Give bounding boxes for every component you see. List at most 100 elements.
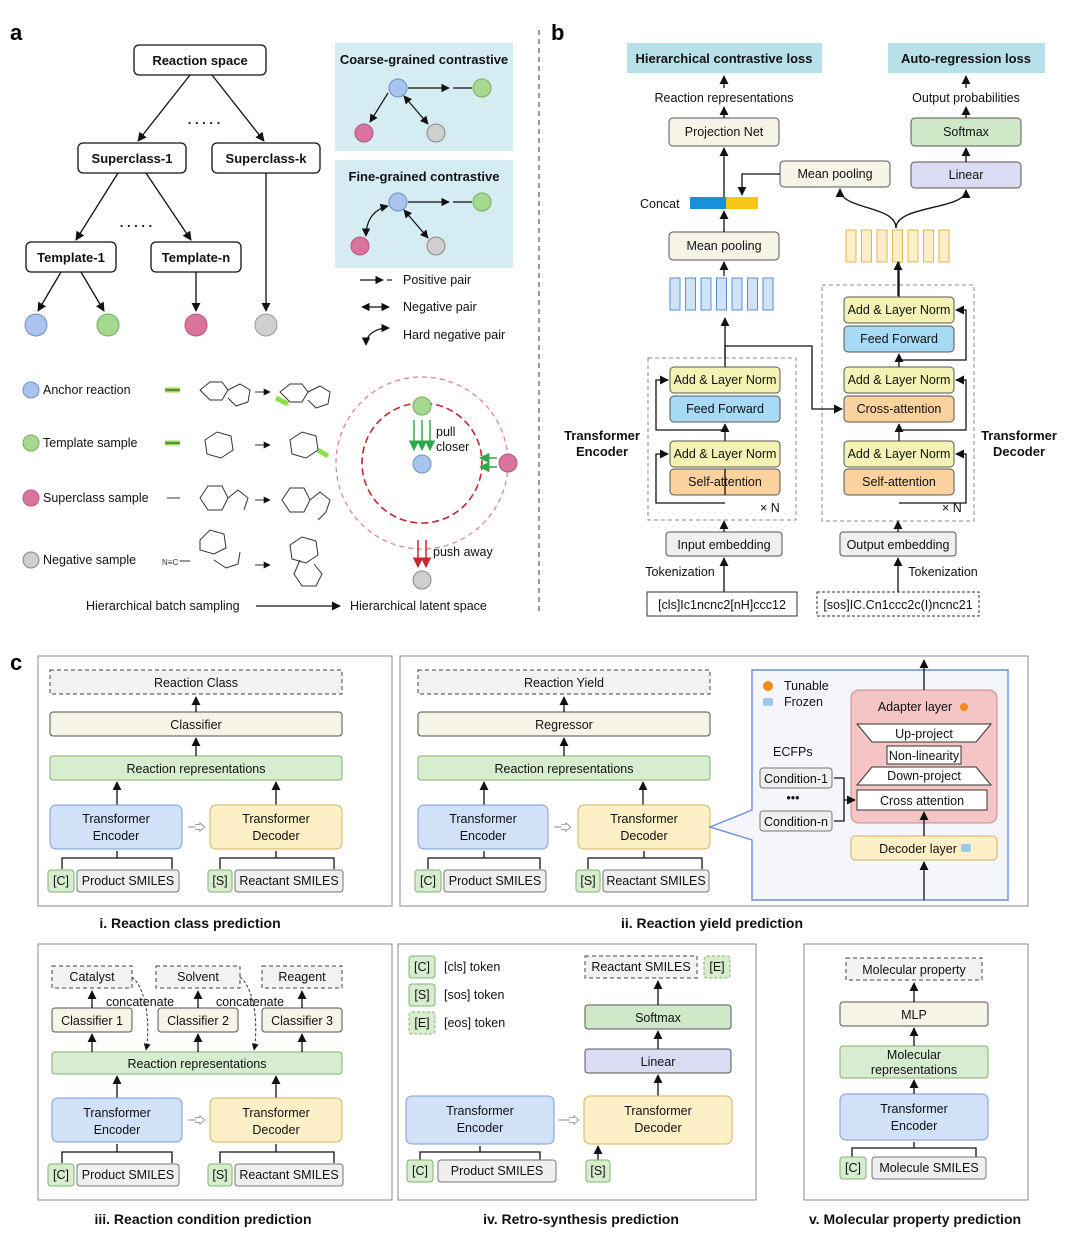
decoder-stack: Softmax Linear Mean pooling Add & Layer …: [724, 106, 1057, 617]
dec-label-2: Decoder: [252, 829, 299, 843]
enc-label-2: Encoder: [93, 829, 140, 843]
retro-enc-label-2: Encoder: [457, 1121, 504, 1135]
dec-add-norm-1: Add & Layer Norm: [848, 447, 951, 461]
encoder-output-token-3: [700, 277, 712, 311]
cls-token-label: [cls] token: [444, 960, 500, 974]
mol-repr-label-1: Molecular: [887, 1048, 941, 1062]
token-s: [S]: [212, 874, 227, 888]
tree-dots-1: . . . . .: [188, 112, 221, 127]
hierarchical-loss-label: Hierarchical contrastive loss: [635, 51, 812, 66]
legend-token-c: [C]: [414, 960, 430, 974]
sample-legend: Anchor reaction Template sample Supercla…: [22, 381, 149, 569]
retro-token-s: [S]: [590, 1164, 605, 1178]
yield-reactant-smiles: Reactant SMILES: [606, 874, 705, 888]
superclass-k-node: Superclass-k: [226, 151, 308, 166]
sos-token-label: [sos] token: [444, 988, 504, 1002]
decoder-snow-icon: [961, 844, 971, 852]
regressor-box: Regressor: [535, 718, 593, 732]
dec-softmax-box: Softmax: [943, 125, 990, 139]
decoder-output-token-6: [923, 229, 934, 263]
enc-mean-pooling-box: Mean pooling: [686, 239, 761, 253]
retro-token-c: [C]: [412, 1164, 428, 1178]
anchor-node: [24, 313, 48, 337]
retro-softmax-box: Softmax: [635, 1011, 682, 1025]
mol-property-output: Molecular property: [862, 963, 966, 977]
dec-tokenization-label: Tokenization: [908, 565, 978, 579]
encoder-title-2: Encoder: [576, 444, 628, 459]
yield-product-smiles: Product SMILES: [449, 874, 541, 888]
condition-repr-box: Reaction representations: [128, 1057, 267, 1071]
yield-dec-label-1: Transformer: [610, 812, 678, 826]
decoder-output-token-4: [892, 229, 903, 263]
decoder-title-1: Transformer: [981, 428, 1057, 443]
superclass-sample-label: Superclass sample: [43, 491, 149, 505]
mol-enc-label-2: Encoder: [891, 1119, 938, 1133]
task-i-reaction-class: Reaction Class Classifier Reaction repre…: [37, 655, 393, 907]
dec-linear-box: Linear: [949, 168, 984, 182]
retro-enc-label-1: Transformer: [446, 1104, 514, 1118]
legend-token-s: [S]: [414, 988, 429, 1002]
condition-dots: •••: [786, 791, 799, 805]
fine-grained-box: Fine-grained contrastive: [335, 160, 513, 268]
caption-v: v. Molecular property prediction: [809, 1211, 1021, 1227]
dec-self-attention: Self-attention: [862, 475, 936, 489]
token-c: [C]: [53, 874, 69, 888]
task-iv-retrosynthesis: [C] [cls] token [S] [sos] token [E] [eos…: [397, 943, 757, 1201]
caption-i: i. Reaction class prediction: [99, 915, 280, 931]
caption-iii: iii. Reaction condition prediction: [94, 1211, 311, 1227]
dec-mean-pooling-box: Mean pooling: [797, 167, 872, 181]
nonlinearity-box: Non-linearity: [889, 749, 960, 763]
panel-c-label: c: [10, 650, 22, 675]
output-embedding-box: Output embedding: [847, 538, 950, 552]
task-iii-reaction-condition: Catalyst Solvent Reagent concatenate con…: [37, 943, 393, 1201]
retro-dec-label-2: Decoder: [634, 1121, 681, 1135]
cond-token-c: [C]: [53, 1168, 69, 1182]
yield-enc-label-1: Transformer: [449, 812, 517, 826]
concatenate-label-2: concatenate: [216, 995, 284, 1009]
flame-icon: [763, 681, 773, 691]
template-sample-label: Template sample: [43, 436, 138, 450]
condition-n-box: Condition-n: [764, 815, 828, 829]
coarse-title: Coarse-grained contrastive: [340, 52, 508, 67]
dec-feed-forward: Feed Forward: [860, 332, 938, 346]
product-smiles: Product SMILES: [82, 874, 174, 888]
cond-dec-label-1: Transformer: [242, 1106, 310, 1120]
cond-token-s: [S]: [212, 1168, 227, 1182]
retro-product-smiles: Product SMILES: [451, 1164, 543, 1178]
negative-pair-label: Negative pair: [403, 300, 477, 314]
dec-xn-label: × N: [942, 501, 962, 515]
reaction-repr-box: Reaction representations: [127, 762, 266, 776]
eos-token-label: [eos] token: [444, 1016, 505, 1030]
superclass-node: [184, 313, 208, 337]
cond-enc-label-1: Transformer: [83, 1106, 151, 1120]
cond-product-smiles: Product SMILES: [82, 1168, 174, 1182]
retro-output-smiles: Reactant SMILES: [591, 960, 690, 974]
solvent-output: Solvent: [177, 970, 219, 984]
panel-b-label: b: [551, 20, 564, 45]
yield-repr-box: Reaction representations: [495, 762, 634, 776]
autoregression-loss-label: Auto-regression loss: [901, 51, 1031, 66]
retro-dec-label-1: Transformer: [624, 1104, 692, 1118]
decoder-title-2: Decoder: [993, 444, 1045, 459]
decoder-output-token-3: [876, 229, 888, 263]
enc-add-norm-1: Add & Layer Norm: [674, 447, 777, 461]
cond-dec-label-2: Decoder: [252, 1123, 299, 1137]
tree-dots-2: . . . . .: [120, 215, 153, 230]
encoder-output-token-1: [669, 277, 681, 311]
encoder-output-token-4: [716, 277, 727, 311]
enc-tokenization-label: Tokenization: [645, 565, 715, 579]
superclass-1-node: Superclass-1: [92, 151, 173, 166]
negative-node: [254, 313, 278, 337]
pair-legend: Positive pair Negative pair Hard negativ…: [360, 273, 505, 346]
decoder-output-token-1: [845, 229, 857, 263]
encoder-output-token-5: [731, 277, 743, 311]
yield-enc-label-2: Encoder: [460, 829, 507, 843]
closer-label: closer: [436, 440, 469, 454]
panel-a-label: a: [10, 20, 23, 45]
enc-xn-label: × N: [760, 501, 780, 515]
task-ii-reaction-yield: Reaction Yield Regressor Reaction repres…: [399, 655, 1029, 907]
output-prob-label: Output probabilities: [912, 91, 1020, 105]
frozen-label: Frozen: [784, 695, 823, 709]
template-n-node: Template-n: [162, 250, 230, 265]
molecule-smiles: Molecule SMILES: [879, 1161, 978, 1175]
